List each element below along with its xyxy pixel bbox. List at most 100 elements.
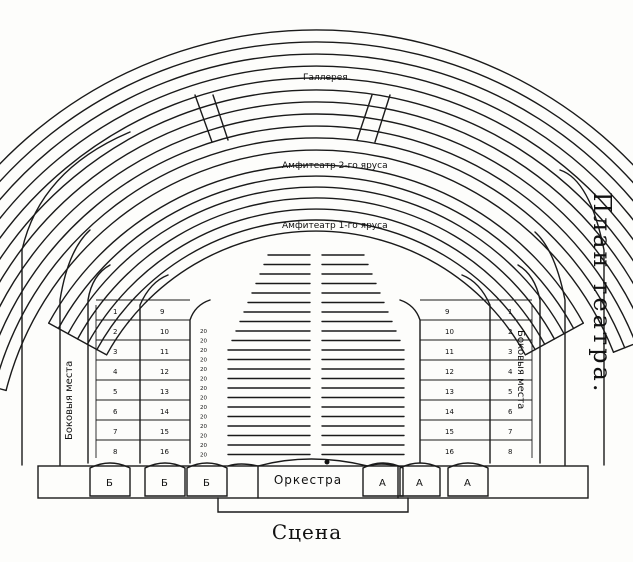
left-box-number: 14 <box>160 408 169 416</box>
gallery-row-arc <box>0 113 633 310</box>
front-box-letter: А <box>464 478 471 489</box>
gallery-aisle-right <box>374 94 391 143</box>
stall-row-number: 20 <box>200 386 207 392</box>
right-box-number: 12 <box>445 368 454 376</box>
stall-row-number: 20 <box>200 377 207 383</box>
gallery-row-arc <box>0 137 626 371</box>
amphitheatre-row-arc <box>67 186 565 335</box>
right-outer-wall <box>559 169 605 466</box>
amphitheatre-2-label: Амфитеатр 2-го яруса <box>282 161 388 171</box>
gallery-row-arc <box>0 53 633 202</box>
right-box-number: 6 <box>508 408 513 416</box>
left-box-number: 15 <box>160 428 169 436</box>
stall-row-number: 20 <box>200 396 207 402</box>
left-box-column-divider <box>139 274 169 464</box>
right-box-column-divider <box>461 274 491 464</box>
orchestra-curve <box>257 458 369 467</box>
right-box-number: 2 <box>508 328 512 336</box>
front-box-letter: Б <box>161 478 168 489</box>
gallery-row-arc <box>0 125 633 339</box>
right-box-number: 9 <box>445 308 449 316</box>
stall-row-number: 20 <box>200 415 207 421</box>
stall-row-number: 20 <box>200 405 207 411</box>
right-box-number: 13 <box>445 388 454 396</box>
left-side-places-label: Боковыя места <box>64 361 75 440</box>
gallery-row-arc <box>5 149 615 392</box>
front-box <box>89 462 131 497</box>
left-box-number: 1 <box>113 308 117 316</box>
front-box <box>186 462 228 497</box>
left-box-number: 10 <box>160 328 169 336</box>
left-box-number: 8 <box>113 448 117 456</box>
amphitheatre-row-arc <box>57 175 575 330</box>
left-box-number: 11 <box>160 348 169 356</box>
stall-row-number: 20 <box>200 443 207 449</box>
left-side-lodge-outer <box>87 264 111 464</box>
stall-row-number: 20 <box>200 367 207 373</box>
right-box-number: 7 <box>508 428 512 436</box>
orchestra-left <box>227 463 259 499</box>
right-inner-wall <box>534 231 566 466</box>
gallery-row-arc <box>0 29 633 166</box>
stall-row-number: 20 <box>200 358 207 364</box>
amphitheatre-row-arc <box>86 208 546 345</box>
front-box-letter: А <box>416 478 423 489</box>
left-outer-wall <box>21 131 131 466</box>
right-box-number: 16 <box>445 448 454 456</box>
stalls-rows: 20 20 20 20 20 20 20 20 20 20 20 20 20 20 <box>200 254 405 459</box>
front-box <box>447 462 489 497</box>
stall-row-number: 20 <box>200 329 207 335</box>
stage-label: Сцена <box>271 520 343 544</box>
inner-structure <box>21 94 605 513</box>
right-box-number: 3 <box>508 348 512 356</box>
left-box-number: 4 <box>113 368 118 376</box>
left-box-number: 13 <box>160 388 169 396</box>
right-side-lodge-outer <box>517 264 541 464</box>
plan-title: План театра. <box>588 192 616 395</box>
front-box <box>399 462 441 497</box>
left-stalls-edge <box>189 299 211 464</box>
left-box-number: 12 <box>160 368 169 376</box>
amphitheatre-row-arc <box>96 219 536 351</box>
left-box-number: 6 <box>113 408 118 416</box>
gallery-row-arc <box>0 89 633 262</box>
tier-end-cap <box>612 343 633 353</box>
front-box <box>144 462 186 497</box>
stage-apron <box>217 497 409 513</box>
gallery-aisle-left <box>194 94 213 143</box>
amphitheatre-1-label: Амфитеатр 1-го яруса <box>282 221 388 231</box>
tier-end-cap <box>525 322 584 356</box>
gallery-row-arc <box>0 101 633 285</box>
front-box-letter: Б <box>106 478 113 489</box>
orchestra-label: Оркестра <box>273 473 343 487</box>
gallery-row-arc <box>0 77 633 241</box>
gallery-row-arc <box>0 41 633 184</box>
prompter-point <box>324 459 330 465</box>
stall-row-number: 20 <box>200 339 207 345</box>
right-box-number: 10 <box>445 328 454 336</box>
front-box-letter: Б <box>203 478 210 489</box>
left-inner-wall <box>59 229 91 466</box>
amphitheatre-row-arc <box>48 164 584 324</box>
left-box-number: 2 <box>113 328 117 336</box>
gallery-aisle-left-2 <box>212 94 229 141</box>
stall-row-number: 20 <box>200 424 207 430</box>
right-box-number: 1 <box>508 308 512 316</box>
gallery-row-arc <box>0 65 633 221</box>
stall-row-number: 20 <box>200 434 207 440</box>
right-box-number: 5 <box>508 388 512 396</box>
left-box-number: 5 <box>113 388 117 396</box>
front-box <box>362 462 404 497</box>
right-box-number: 14 <box>445 408 454 416</box>
amphitheatre-row-arc <box>76 197 556 340</box>
front-box-letter: А <box>379 478 386 489</box>
right-box-number: 11 <box>445 348 454 356</box>
stall-row-number: 20 <box>200 453 207 459</box>
amphitheatre-row-arc <box>105 230 527 356</box>
stall-row-number: 20 <box>200 348 207 354</box>
left-box-number: 16 <box>160 448 169 456</box>
right-box-number: 8 <box>508 448 512 456</box>
